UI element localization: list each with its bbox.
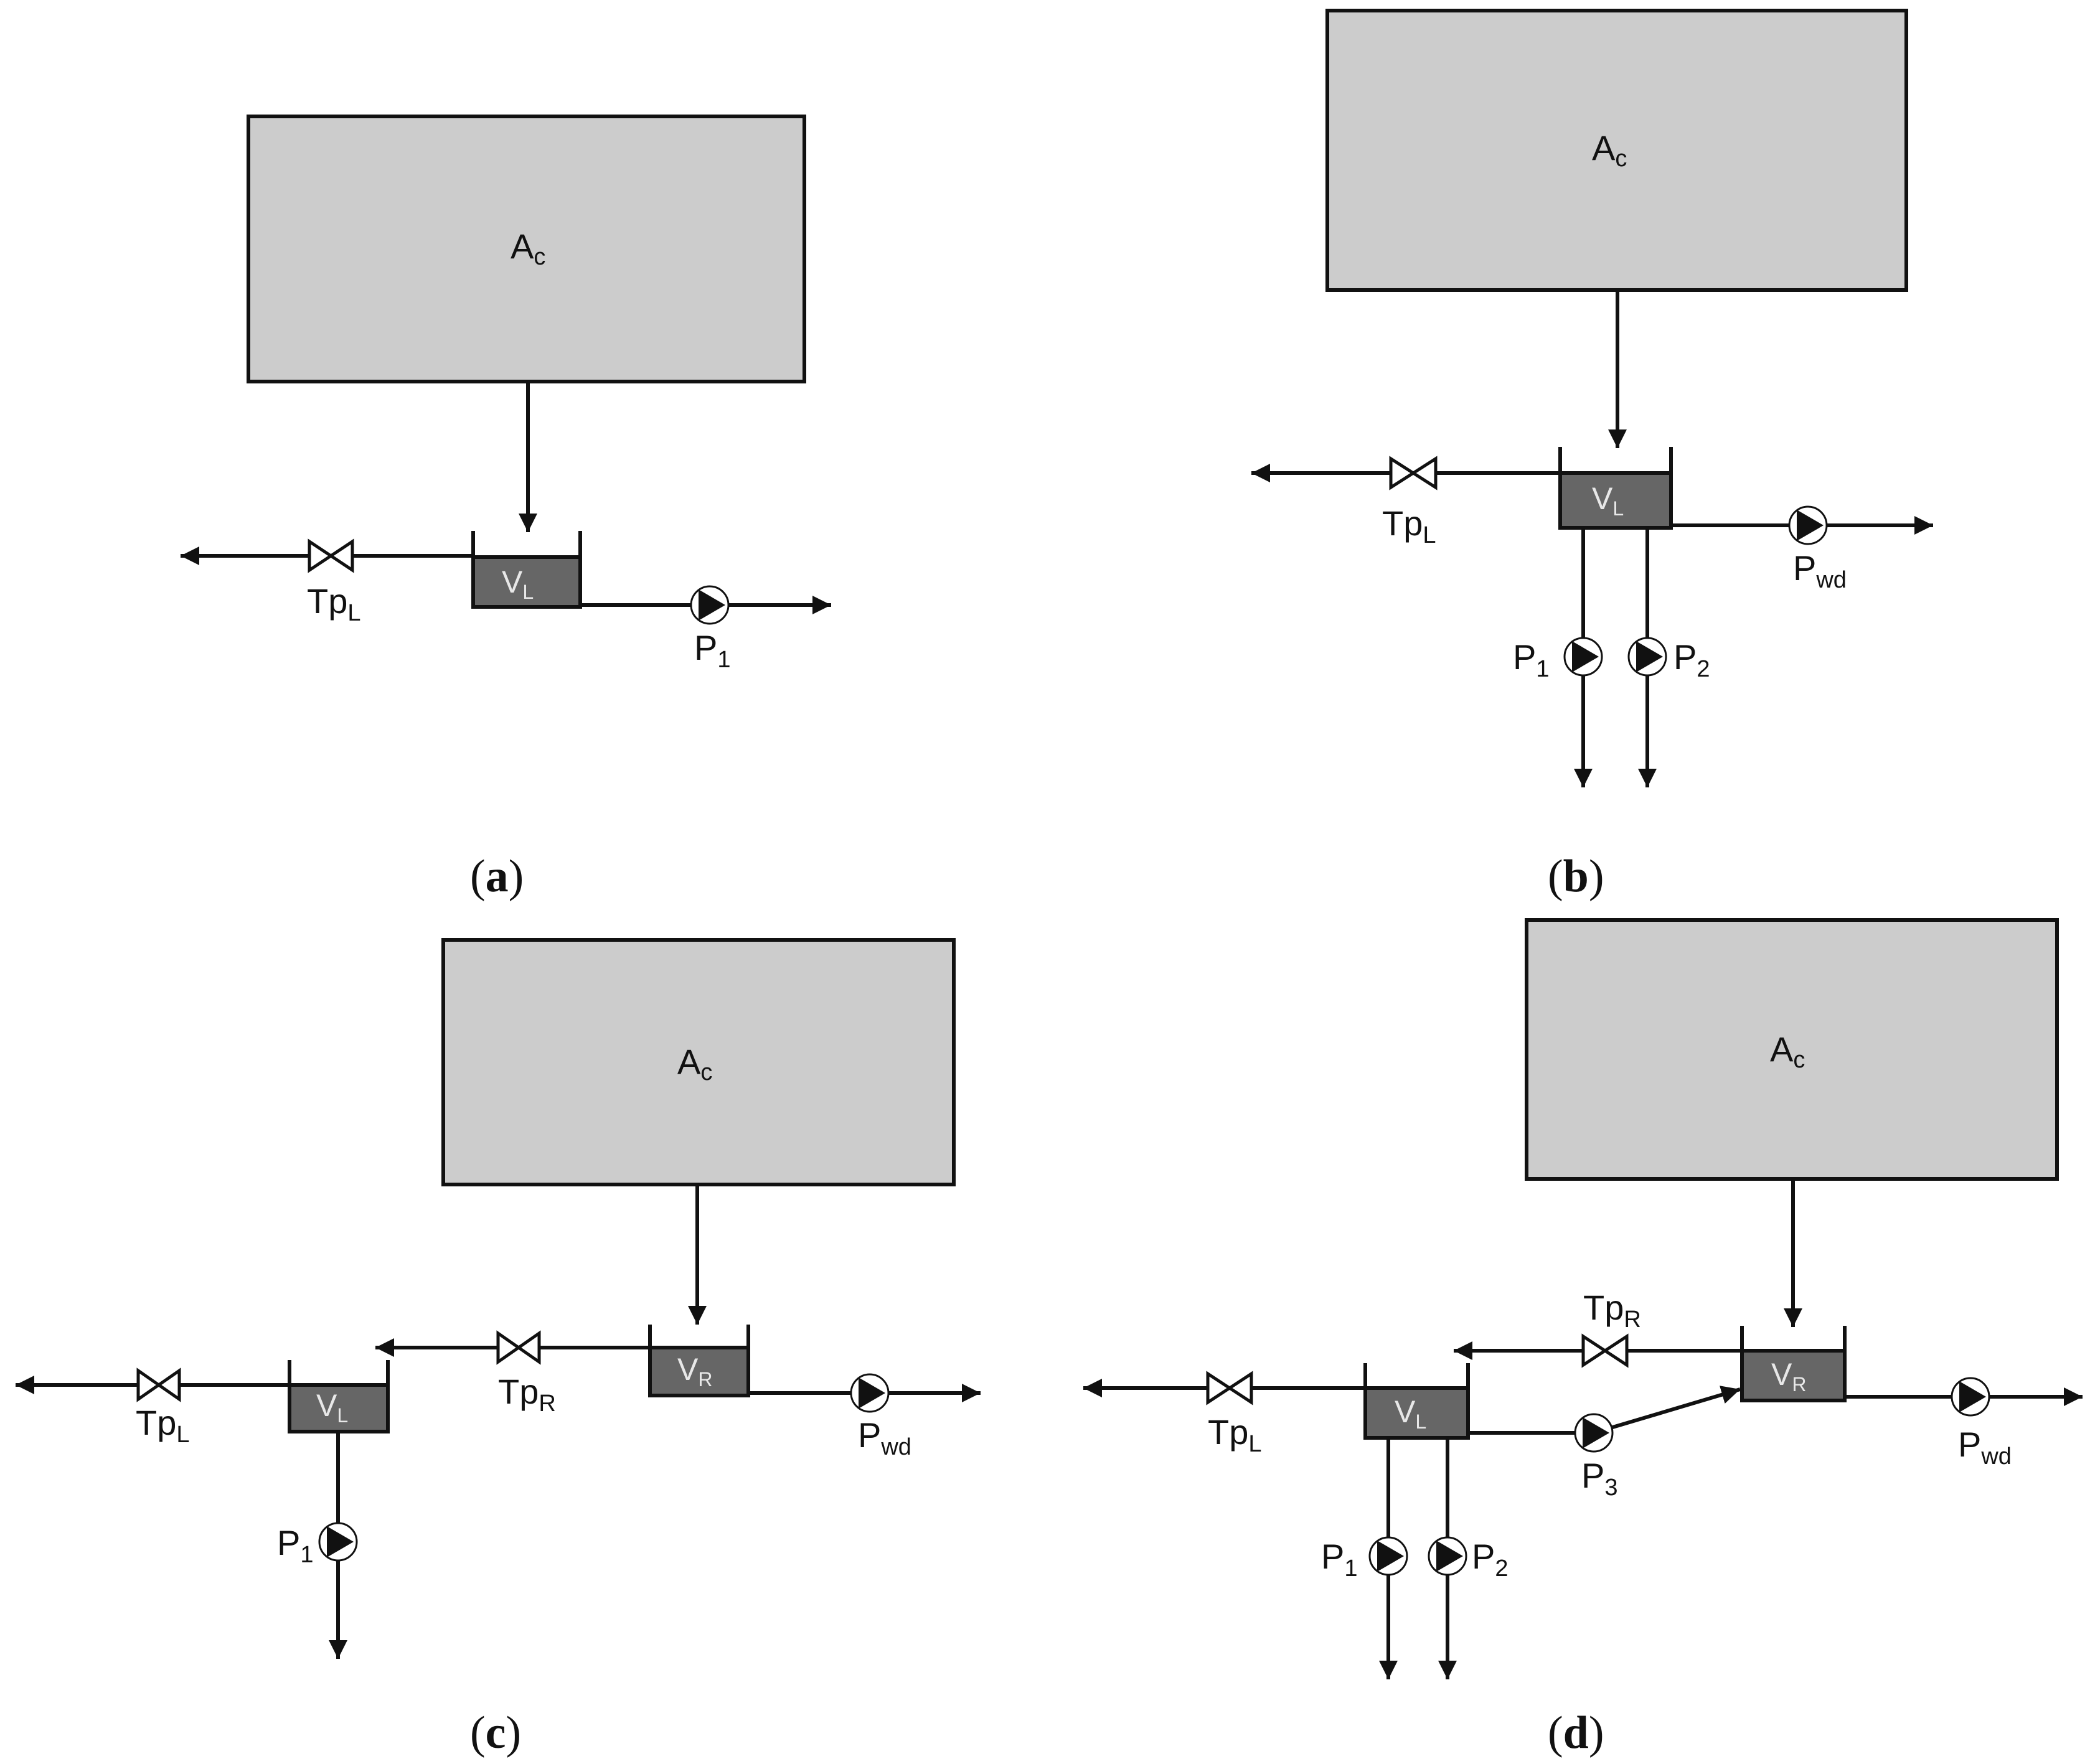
panel-a: Ac VL TpL P1 (a) xyxy=(181,115,831,902)
valve-icon-d-right xyxy=(1581,1333,1629,1368)
pump-label-d-2: P2 xyxy=(1472,1537,1509,1582)
valve-label-c-left: TpL xyxy=(136,1403,190,1448)
tank-left-label-a: VL xyxy=(502,565,534,603)
tank-right-label-d: VR xyxy=(1771,1357,1806,1396)
valve-label-a: TpL xyxy=(307,581,361,626)
pump-label-d-3: P3 xyxy=(1581,1456,1618,1501)
pump-triangle-a-1 xyxy=(699,589,725,621)
pump-label-c-1: P1 xyxy=(277,1523,314,1568)
pump-triangle-b-wd xyxy=(1797,510,1824,541)
pump-triangle-d-1 xyxy=(1377,1541,1404,1572)
pump-label-b-1: P1 xyxy=(1513,637,1550,682)
tank-right-label-c: VR xyxy=(677,1352,712,1391)
tank-left-d xyxy=(1363,1386,1470,1440)
tank-right-c xyxy=(648,1346,750,1397)
caption-c: (c) xyxy=(470,1707,521,1758)
valve-icon-b xyxy=(1389,456,1438,490)
tank-left-label-b: VL xyxy=(1592,481,1624,520)
pump-triangle-d-2 xyxy=(1436,1541,1463,1572)
valve-icon-d-left xyxy=(1206,1371,1253,1405)
caption-b: (b) xyxy=(1548,851,1604,902)
catchment-area-a xyxy=(247,115,806,383)
pump-triangle-c-1 xyxy=(327,1526,354,1557)
caption-d: (d) xyxy=(1548,1707,1604,1758)
panel-d: Ac VR Pwd TpR VL TpL P3 P1 P2 (d) xyxy=(1083,918,2083,1758)
catchment-label-a: Ac xyxy=(511,227,545,270)
tank-right-walls-c xyxy=(648,1325,750,1397)
valve-icon-c-left xyxy=(136,1368,181,1402)
valve-label-d-right: TpR xyxy=(1583,1288,1641,1333)
valve-label-b: TpL xyxy=(1382,504,1436,548)
pump-label-d-1: P1 xyxy=(1321,1537,1358,1582)
tank-right-walls-d xyxy=(1740,1326,1847,1402)
valve-label-c-right: TpR xyxy=(498,1372,556,1417)
catchment-label-d: Ac xyxy=(1770,1030,1805,1073)
tank-left-walls-a xyxy=(471,531,582,609)
pump-triangle-b-1 xyxy=(1572,641,1599,672)
pump-triangle-d-3 xyxy=(1583,1417,1609,1448)
tank-left-walls-d xyxy=(1363,1363,1470,1440)
valve-icon-c-right xyxy=(496,1330,541,1365)
panel-c: Ac VR Pwd TpR VL TpL P1 (c) xyxy=(15,938,981,1758)
caption-a: (a) xyxy=(470,851,524,902)
pump-triangle-c-wd xyxy=(859,1377,885,1409)
catchment-area-c xyxy=(441,938,956,1186)
pump-label-b-wd: Pwd xyxy=(1793,548,1847,593)
catchment-label-b: Ac xyxy=(1592,128,1627,172)
valve-label-d-left: TpL xyxy=(1208,1412,1262,1457)
tank-left-label-c: VL xyxy=(316,1388,348,1427)
panel-b: Ac VL TpL Pwd P1 P2 (b) xyxy=(1251,9,1933,902)
valve-icon-a xyxy=(308,538,354,573)
pump-triangle-d-wd xyxy=(1959,1381,1986,1412)
tank-left-walls-b xyxy=(1558,447,1673,530)
pump-label-a-1: P1 xyxy=(694,628,731,673)
pump-label-c-wd: Pwd xyxy=(858,1415,911,1460)
catchment-area-d xyxy=(1525,918,2059,1181)
catchment-label-c: Ac xyxy=(677,1042,712,1086)
pump-label-d-wd: Pwd xyxy=(1958,1425,2012,1470)
pump-label-b-2: P2 xyxy=(1673,637,1710,682)
pump-triangle-b-2 xyxy=(1636,641,1663,672)
tank-left-label-d: VL xyxy=(1395,1394,1426,1433)
